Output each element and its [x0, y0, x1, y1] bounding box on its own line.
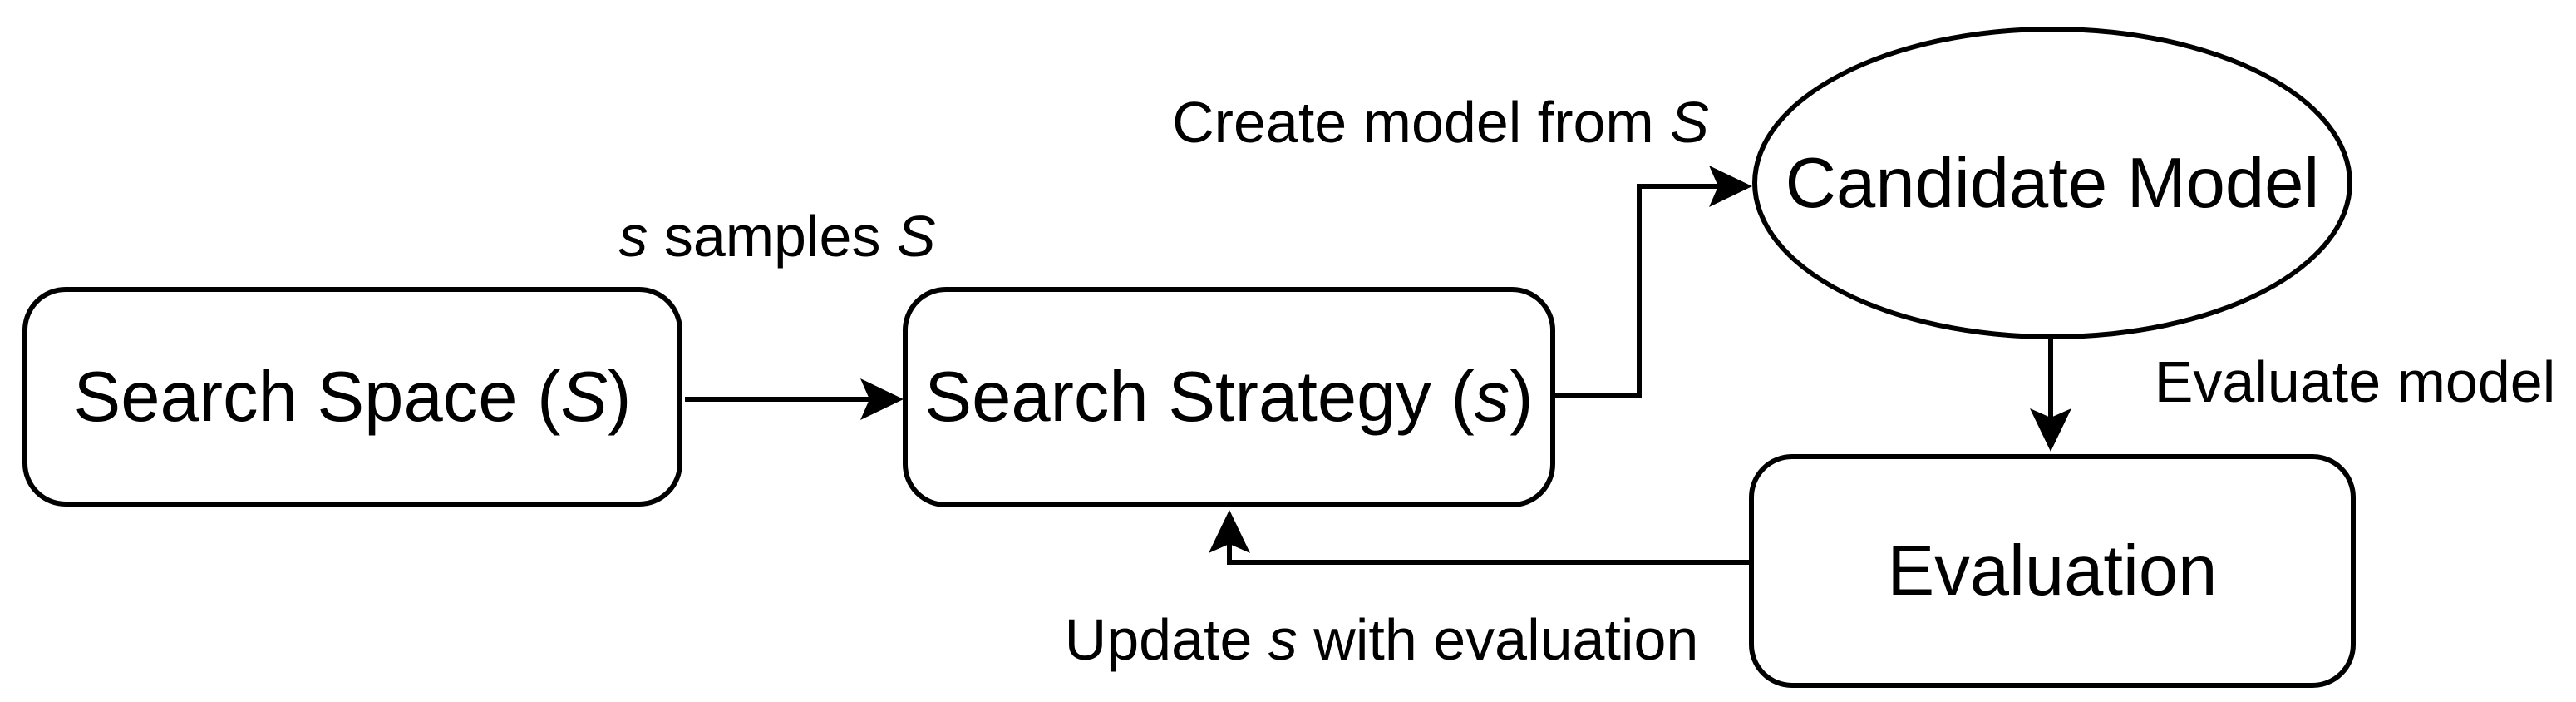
node-search-space: Search Space (S) — [22, 287, 682, 507]
node-candidate-model-label: Candidate Model — [1785, 143, 2320, 223]
node-evaluation: Evaluation — [1749, 454, 2356, 688]
node-evaluation-label: Evaluation — [1887, 531, 2218, 611]
edge-create-arrowhead-icon — [1709, 166, 1752, 207]
edge-samples-arrowhead-icon — [860, 378, 904, 420]
edge-update-line — [1227, 542, 1751, 565]
edge-create-line — [1553, 184, 1719, 398]
edge-label-update: Update s with evaluation — [1064, 607, 1699, 672]
edge-label-samples: s samples S — [618, 204, 936, 269]
edge-label-evaluate: Evaluate model — [2154, 349, 2556, 414]
node-search-space-label: Search Space (S) — [73, 357, 632, 437]
edge-evaluate-arrowhead-icon — [2030, 408, 2071, 452]
node-candidate-model: Candidate Model — [1752, 27, 2352, 339]
node-search-strategy-label: Search Strategy (s) — [924, 358, 1534, 437]
node-search-strategy: Search Strategy (s) — [903, 287, 1555, 507]
edge-label-create: Create model from S — [1172, 90, 1709, 155]
edge-update-arrowhead-icon — [1209, 510, 1250, 553]
